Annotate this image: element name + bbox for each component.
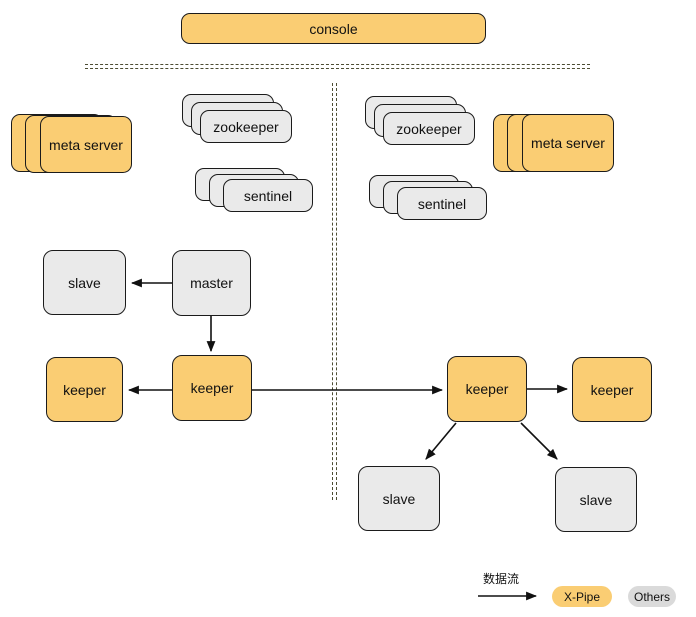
sentinel-label: sentinel — [417, 195, 467, 212]
keeper-label: keeper — [590, 381, 634, 398]
slave-node-right-2: slave — [555, 467, 637, 532]
console-label: console — [309, 20, 358, 37]
zookeeper-label: zookeeper — [396, 120, 462, 137]
slave-label: slave — [579, 491, 613, 508]
meta-server-stack-right: meta server — [493, 114, 618, 176]
zookeeper-label: zookeeper — [213, 118, 279, 135]
legend-xpipe-label: X-Pipe — [563, 589, 601, 604]
keeper-node-right-main: keeper — [447, 356, 527, 422]
stack-card-front: sentinel — [223, 179, 313, 212]
stack-card-front: meta server — [522, 114, 614, 172]
legend-xpipe-pill: X-Pipe — [552, 586, 612, 607]
console-node: console — [181, 13, 486, 44]
stack-card-front: zookeeper — [383, 112, 475, 145]
slave-node-right-1: slave — [358, 466, 440, 531]
slave-label: slave — [68, 274, 101, 291]
zookeeper-stack-right: zookeeper — [365, 96, 480, 148]
keeper-label: keeper — [465, 381, 509, 397]
keeper-node-left: keeper — [46, 357, 123, 422]
legend-flow-label: 数据流 — [482, 572, 519, 586]
meta-server-stack-left: meta server — [11, 114, 136, 176]
horizontal-dashed-divider — [85, 64, 590, 69]
arrow-keeper-right-to-slave-2 — [520, 422, 558, 460]
meta-server-label: meta server — [49, 136, 123, 153]
sentinel-stack-left: sentinel — [195, 168, 317, 215]
keeper-node-right-backup: keeper — [572, 357, 652, 422]
vertical-dashed-divider — [332, 83, 337, 500]
keeper-label: keeper — [63, 381, 106, 398]
sentinel-stack-right: sentinel — [369, 175, 491, 222]
stack-card-front: meta server — [40, 116, 132, 173]
slave-label: slave — [382, 490, 416, 507]
stack-card-front: sentinel — [397, 187, 487, 220]
master-node: master — [172, 250, 251, 316]
master-label: master — [190, 275, 233, 291]
arrow-keeper-right-to-slave-1 — [425, 422, 457, 460]
legend-others-pill: Others — [628, 586, 676, 607]
sentinel-label: sentinel — [243, 187, 293, 204]
legend-others-label: Others — [633, 589, 670, 604]
slave-node-left: slave — [43, 250, 126, 315]
keeper-node-mid: keeper — [172, 355, 252, 421]
stack-card-front: zookeeper — [200, 110, 292, 143]
zookeeper-stack-left: zookeeper — [182, 94, 297, 146]
keeper-label: keeper — [190, 380, 234, 396]
meta-server-label: meta server — [531, 135, 605, 151]
